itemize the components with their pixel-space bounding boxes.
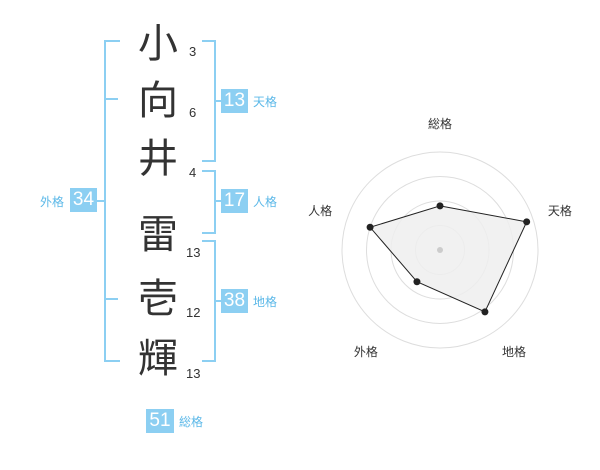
name-char-3: 井 bbox=[138, 136, 178, 182]
tenkaku-connector bbox=[214, 100, 222, 102]
name-char-2: 向 bbox=[138, 78, 178, 124]
radar-axis-label-1: 総格 bbox=[428, 116, 452, 131]
stroke-count-4: 13 bbox=[186, 245, 201, 260]
gaikaku-connector bbox=[95, 200, 105, 202]
radar-point-1 bbox=[436, 202, 444, 210]
chikaku-value: 38 bbox=[221, 289, 248, 313]
soukaku-label: 総格 bbox=[179, 415, 204, 429]
radar-ring bbox=[341, 151, 539, 349]
radar-point-5 bbox=[366, 223, 374, 231]
chikaku-label: 地格 bbox=[253, 295, 278, 309]
jinkaku-connector bbox=[214, 200, 222, 202]
radar-points bbox=[366, 202, 531, 316]
radar-point-2 bbox=[523, 218, 531, 226]
gaikaku-label: 外格 bbox=[40, 195, 65, 209]
radar-axis-label-4: 外格 bbox=[354, 344, 378, 359]
radar-area bbox=[369, 205, 528, 313]
stroke-count-2: 6 bbox=[189, 105, 197, 120]
name-char-5: 壱 bbox=[138, 276, 178, 322]
radar-point-4 bbox=[413, 278, 421, 286]
radar-axis-label-3: 地格 bbox=[502, 344, 526, 359]
chikaku-connector bbox=[214, 300, 222, 302]
tenkaku-value: 13 bbox=[221, 89, 248, 113]
gaikaku-bracket-tick bbox=[104, 98, 118, 100]
name-char-1: 小 bbox=[138, 21, 178, 67]
soukaku-value: 51 bbox=[146, 409, 174, 433]
radar-point-3 bbox=[481, 308, 489, 316]
radar-axis-label-5: 人格 bbox=[308, 203, 332, 218]
tenkaku-label: 天格 bbox=[253, 95, 278, 109]
gaikaku-value: 34 bbox=[70, 188, 97, 212]
stroke-count-6: 13 bbox=[186, 366, 201, 381]
gaikaku-bracket-tick bbox=[104, 298, 118, 300]
stroke-count-1: 3 bbox=[189, 44, 197, 59]
jinkaku-label: 人格 bbox=[253, 195, 278, 209]
name-char-6: 輝 bbox=[138, 336, 178, 382]
jinkaku-bracket bbox=[202, 170, 216, 234]
stroke-count-3: 4 bbox=[189, 165, 197, 180]
jinkaku-value: 17 bbox=[221, 189, 248, 213]
gaikaku-bracket bbox=[104, 40, 120, 362]
stroke-count-5: 12 bbox=[186, 305, 201, 320]
radar-center bbox=[437, 247, 443, 253]
name-char-4: 雷 bbox=[138, 212, 178, 258]
radar-axis-label-2: 天格 bbox=[548, 203, 572, 218]
